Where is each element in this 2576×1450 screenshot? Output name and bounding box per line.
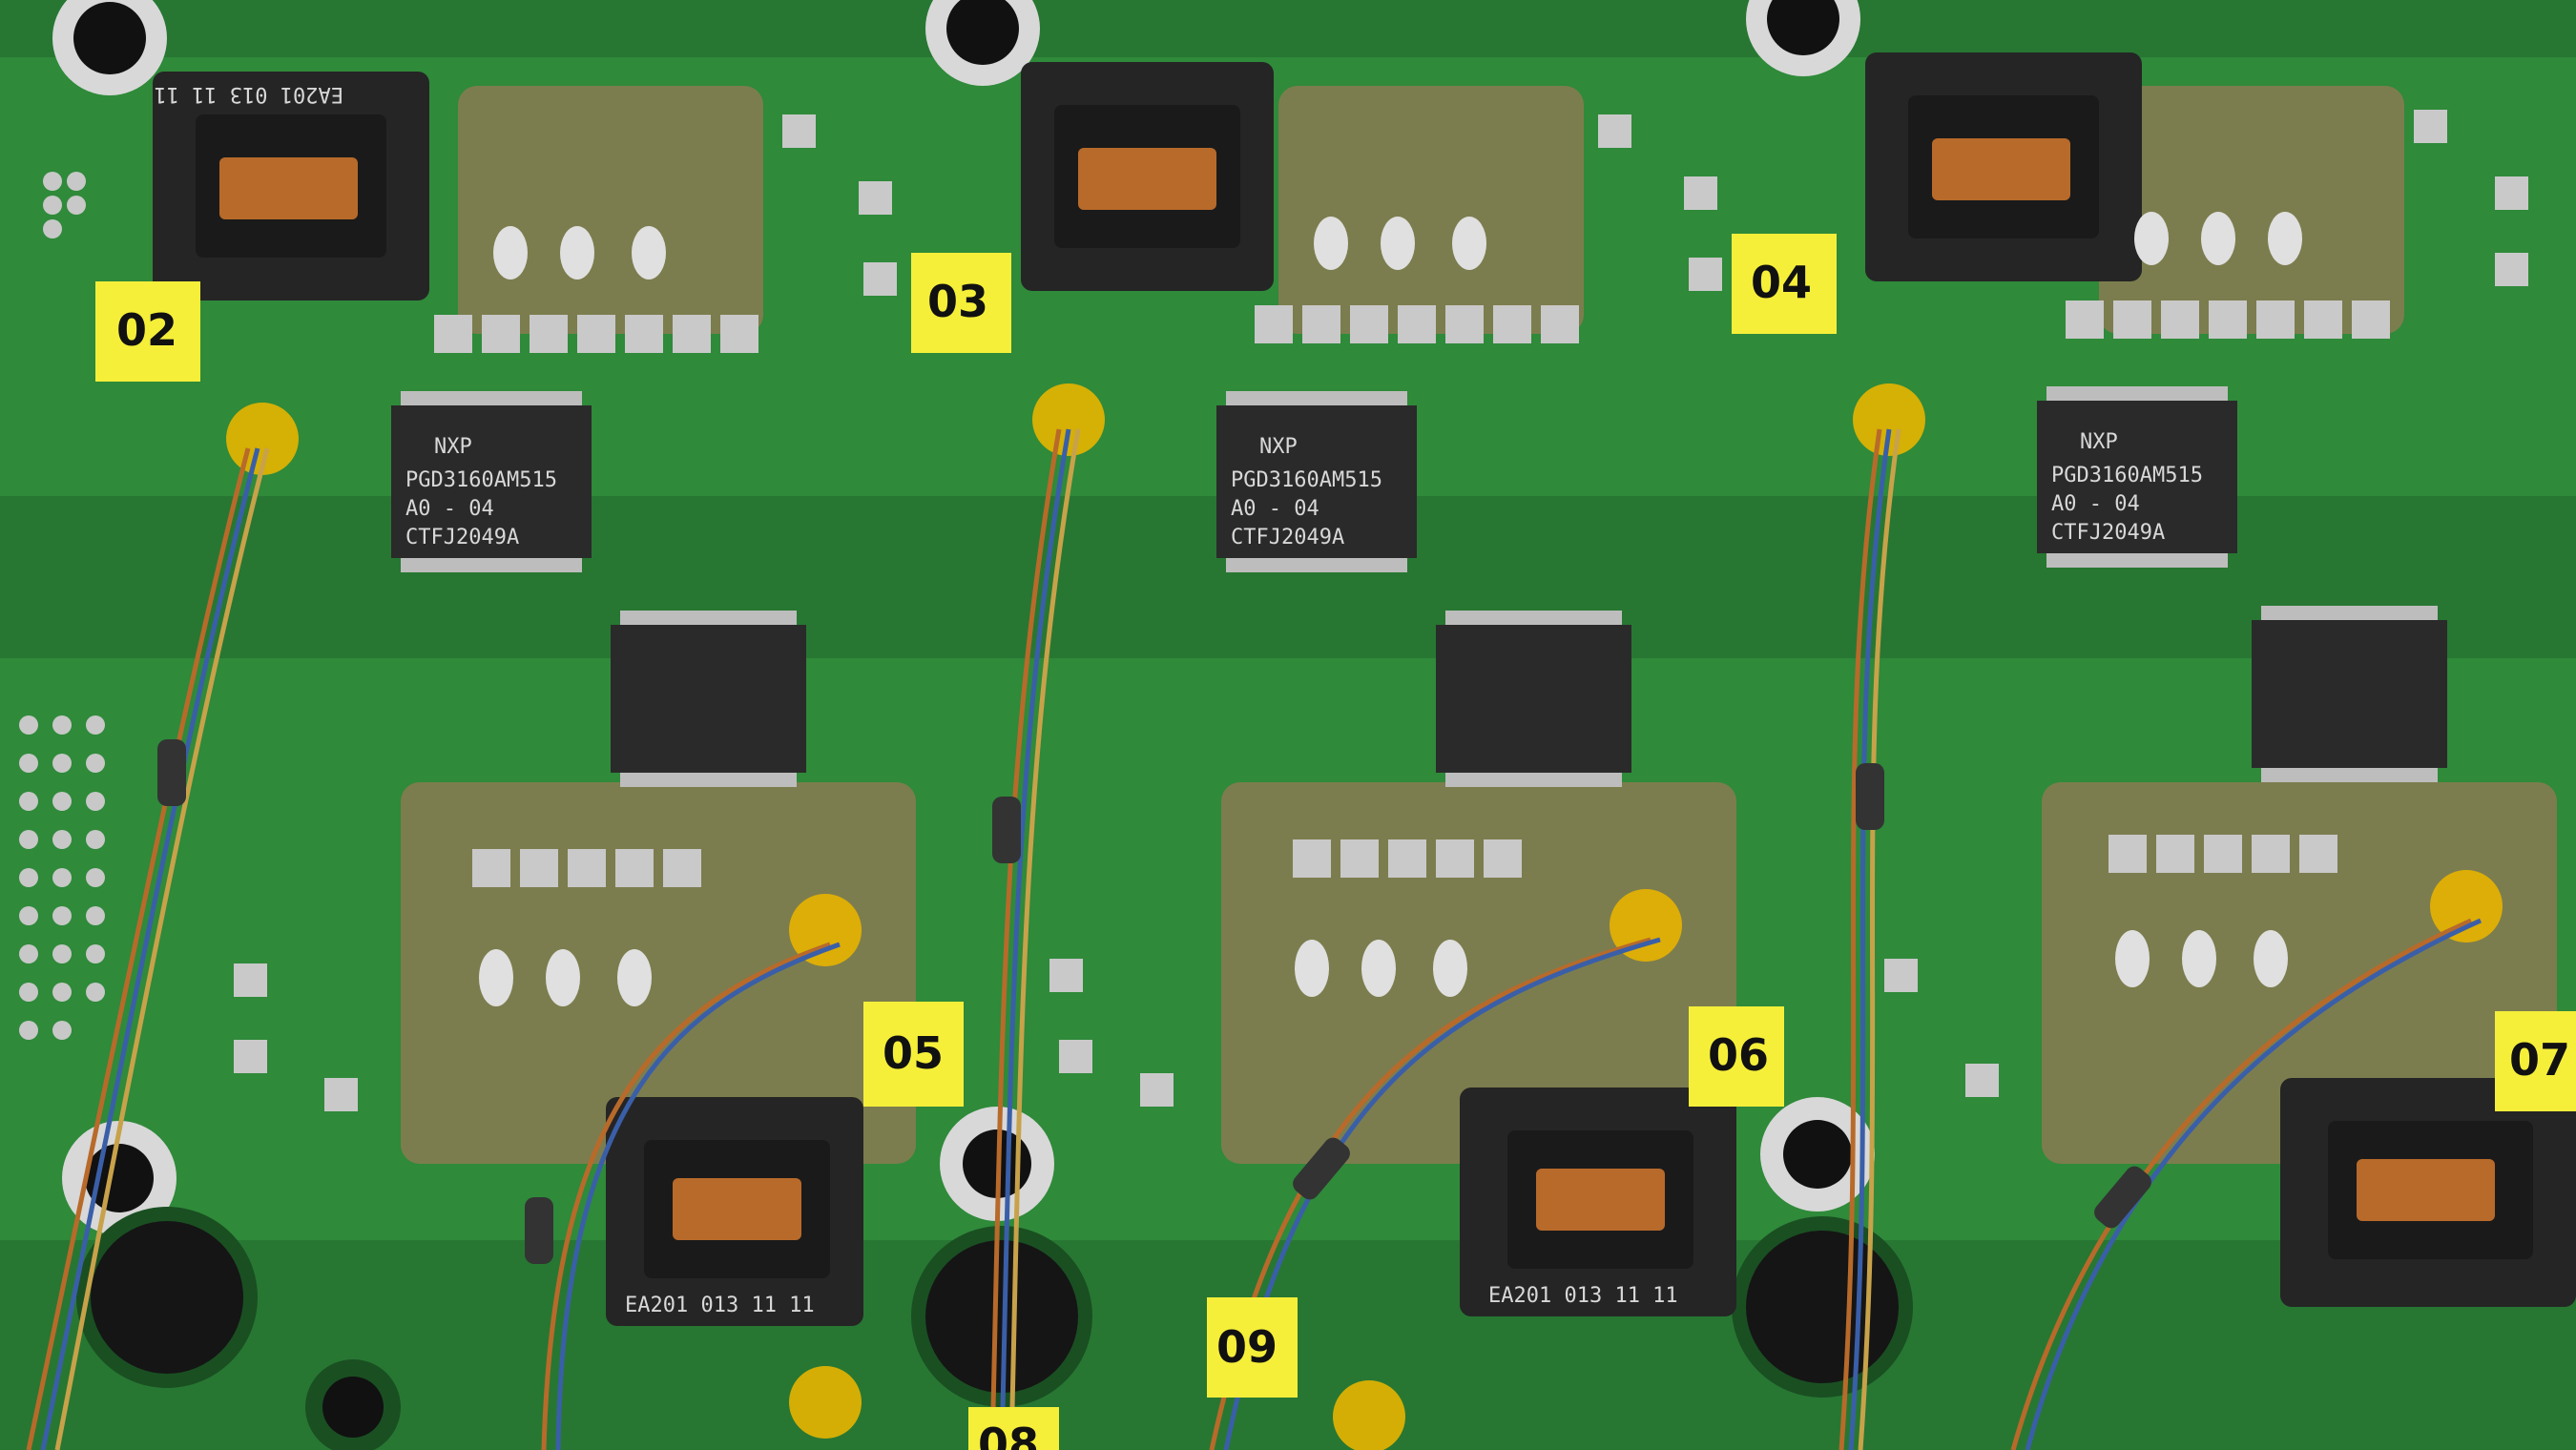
- svg-text:02: 02: [116, 304, 177, 356]
- svg-text:07: 07: [2509, 1034, 2570, 1086]
- svg-text:EA201 013 11 11: EA201 013 11 11: [1488, 1284, 1678, 1308]
- gate-driver-ic: [611, 611, 806, 787]
- mounting-hole: [1767, 0, 1839, 55]
- transformer: EA201 013 11 11: [606, 1097, 863, 1326]
- transformer: [2280, 1078, 2576, 1307]
- mounting-hole: [1746, 1231, 1899, 1383]
- transformer: EA201 013 11 11: [153, 72, 429, 300]
- mounting-hole: [925, 1240, 1078, 1393]
- channel-label: 09: [1207, 1297, 1298, 1398]
- svg-text:06: 06: [1708, 1029, 1769, 1081]
- channel-label: 02: [95, 281, 200, 382]
- channel-label: 04: [1732, 234, 1837, 334]
- svg-text:05: 05: [883, 1027, 944, 1079]
- svg-text:NXP: NXP: [1259, 435, 1298, 459]
- svg-text:CTFJ2049A: CTFJ2049A: [2051, 521, 2165, 545]
- mounting-hole: [946, 0, 1019, 65]
- mounting-hole: [73, 2, 146, 74]
- channel-label: 03: [911, 253, 1011, 353]
- gate-driver-ic: NXP PGD3160AM515 A0 - 04 CTFJ2049A: [2037, 386, 2237, 568]
- channel-label: 05: [863, 1002, 964, 1107]
- gate-driver-ic: [1436, 611, 1631, 787]
- heat-shrink-sleeves: [157, 739, 2151, 1264]
- svg-text:PGD3160AM515: PGD3160AM515: [405, 468, 557, 492]
- svg-text:EA201 013 11 11: EA201 013 11 11: [625, 1294, 815, 1317]
- channel-label: 08: [968, 1407, 1059, 1450]
- mounting-hole: [322, 1377, 384, 1438]
- svg-text:EA201 013 11 11: EA201 013 11 11: [154, 82, 343, 106]
- gate-driver-ic: [2252, 606, 2447, 782]
- svg-text:08: 08: [978, 1419, 1039, 1450]
- gate-driver-ic: NXP PGD3160AM515 A0 - 04 CTFJ2049A: [1216, 391, 1417, 572]
- mounting-hole: [1783, 1120, 1852, 1189]
- svg-text:A0 - 04: A0 - 04: [1231, 497, 1319, 521]
- svg-text:A0 - 04: A0 - 04: [2051, 492, 2140, 516]
- svg-text:09: 09: [1216, 1321, 1278, 1373]
- svg-text:04: 04: [1751, 257, 1812, 308]
- svg-text:CTFJ2049A: CTFJ2049A: [405, 526, 519, 549]
- channel-label: 07: [2495, 1011, 2576, 1111]
- kapton-tape-dots: [226, 383, 2503, 1450]
- wire-harness: [26, 428, 2483, 1450]
- svg-text:NXP: NXP: [434, 435, 472, 459]
- transformer: [1021, 62, 1274, 291]
- svg-text:PGD3160AM515: PGD3160AM515: [2051, 464, 2203, 487]
- svg-text:NXP: NXP: [2080, 430, 2118, 454]
- transformer: [1865, 52, 2142, 281]
- gate-driver-ic: NXP PGD3160AM515 A0 - 04 CTFJ2049A: [391, 391, 592, 572]
- svg-text:A0 - 04: A0 - 04: [405, 497, 494, 521]
- smd-components: [234, 110, 2528, 1111]
- svg-text:CTFJ2049A: CTFJ2049A: [1231, 526, 1344, 549]
- slotted-pads: [479, 212, 2302, 1006]
- svg-text:03: 03: [927, 276, 988, 327]
- mounting-hole: [91, 1221, 243, 1374]
- svg-text:PGD3160AM515: PGD3160AM515: [1231, 468, 1382, 492]
- via-array: [19, 172, 105, 1040]
- channel-label: 06: [1689, 1006, 1784, 1107]
- transformer: EA201 013 11 11: [1460, 1088, 1736, 1316]
